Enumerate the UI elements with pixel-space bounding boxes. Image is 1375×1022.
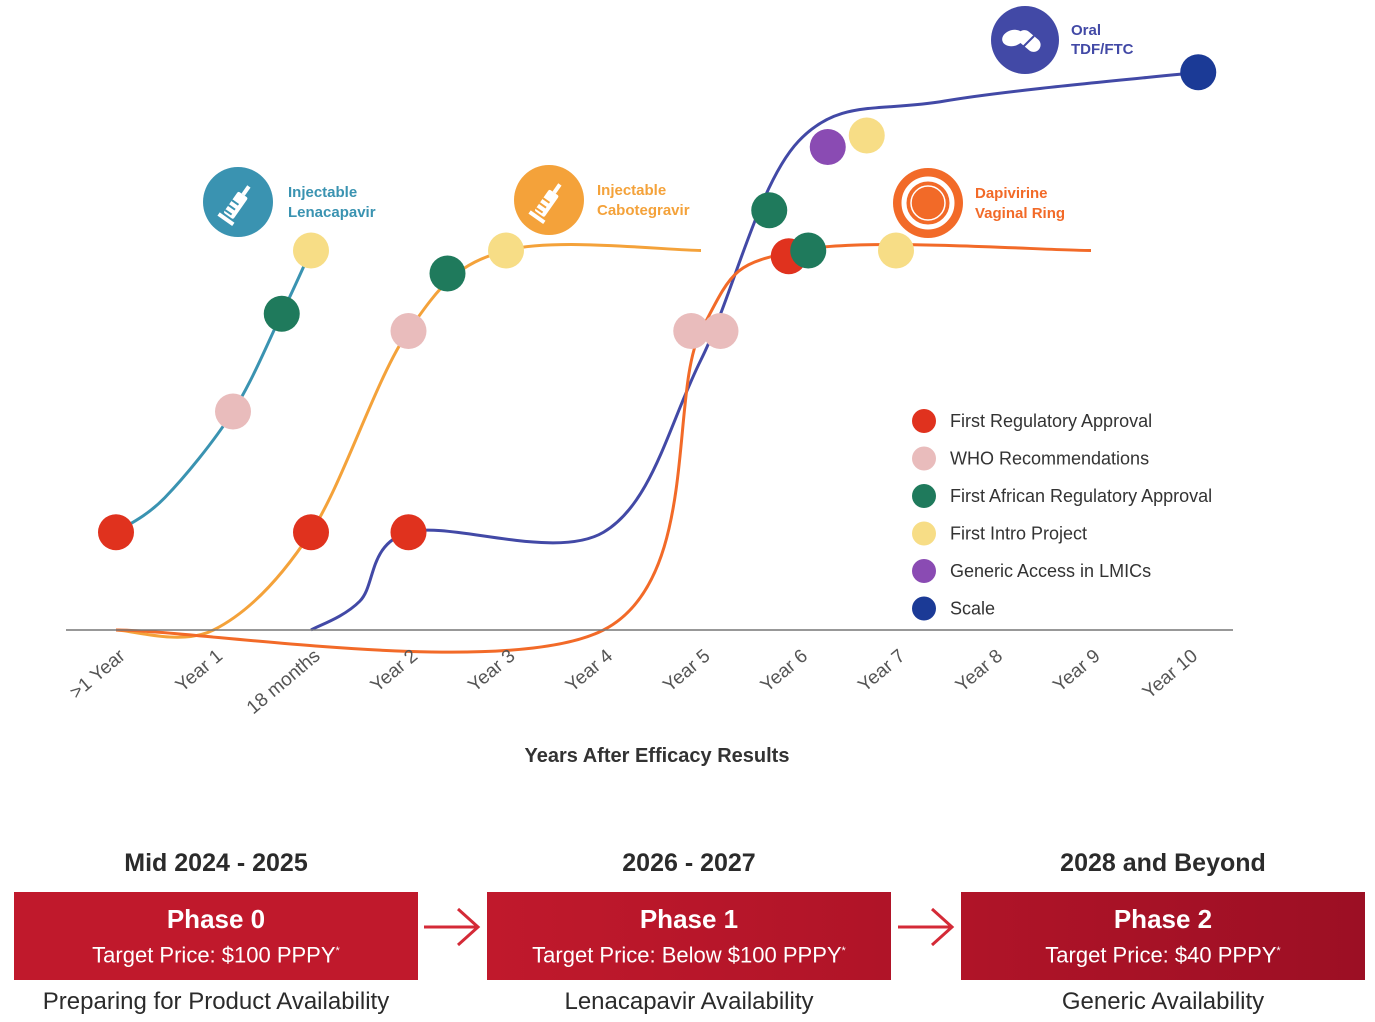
x-axis-title: Years After Efficacy Results: [525, 745, 790, 767]
x-tick-label: Year 6: [757, 646, 812, 697]
milestone-point-pink: [673, 313, 710, 349]
milestone-point-green: [263, 295, 300, 332]
milestone-point-red: [98, 514, 134, 551]
milestone-point-yellow: [848, 117, 885, 154]
phase-2-period: 2028 and Beyond: [1060, 849, 1266, 877]
product-label-ring: Dapivirine Vaginal Ring: [893, 168, 1065, 238]
series-line-1: [115, 243, 702, 639]
phase-0-column: Mid 2024 - 2025 Phase 0 Target Price: $1…: [14, 840, 418, 1016]
milestone-point-green: [751, 192, 788, 229]
legend-label: Scale: [950, 599, 995, 619]
legend-label: WHO Recommendations: [950, 449, 1149, 469]
x-tick-label: Year 9: [1049, 646, 1104, 697]
arrow-right-icon: [898, 907, 955, 947]
legend-swatch-yellow: [912, 521, 936, 546]
series-line-3: [115, 243, 1092, 654]
legend-swatch-purple: [912, 559, 936, 583]
legend-swatch-pink: [912, 446, 936, 471]
phase-1-box: Phase 1 Target Price: Below $100 PPPY*: [487, 892, 891, 980]
x-tick-label: Year 10: [1139, 646, 1202, 704]
x-tick-label: 18 months: [243, 646, 324, 719]
ring-label-line2: Vaginal Ring: [975, 205, 1065, 222]
milestone-points: [98, 54, 1217, 551]
oral-label-line1: Oral: [1071, 22, 1101, 39]
legend-label: First Intro Project: [950, 524, 1087, 544]
phase-timeline: Mid 2024 - 2025 Phase 0 Target Price: $1…: [0, 840, 1375, 1022]
milestone-point-green: [429, 255, 466, 292]
milestone-point-navy: [1180, 54, 1217, 91]
product-label-cabotegravir: Injectable Cabotegravir: [514, 165, 690, 235]
x-tick-label: Year 7: [854, 646, 909, 697]
phase-1-column: 2026 - 2027 Phase 1 Target Price: Below …: [487, 840, 891, 1016]
phase-2-column: 2028 and Beyond Phase 2 Target Price: $4…: [961, 840, 1365, 1016]
x-tick-label: >1 Year: [66, 645, 130, 703]
phase-2-price: Target Price: $40 PPPY*: [1045, 942, 1281, 968]
milestone-point-yellow: [293, 232, 329, 269]
phase-0-price: Target Price: $100 PPPY*: [92, 942, 340, 968]
phase-1-period: 2026 - 2027: [622, 849, 756, 877]
syringe-icon: [528, 183, 562, 225]
series-line-2: [310, 70, 1199, 632]
x-tick-label: Year 2: [367, 646, 422, 697]
phase-2-caption: Generic Availability: [1061, 988, 1265, 1015]
ring-icon-inner: [910, 185, 946, 221]
milestone-point-pink: [215, 393, 251, 430]
milestone-point-pink: [390, 313, 427, 349]
x-tick-label: Year 1: [172, 646, 227, 697]
oral-label-line2: TDF/FTC: [1071, 41, 1134, 58]
lenacapavir-label-line1: Injectable: [288, 184, 357, 201]
arrow-right-icon: [424, 907, 481, 947]
phase-2-name: Phase 2: [1113, 903, 1213, 934]
phase-2-box: Phase 2 Target Price: $40 PPPY*: [961, 892, 1365, 980]
phase-1-price: Target Price: Below $100 PPPY*: [532, 942, 846, 968]
phase-0-caption: Preparing for Product Availability: [42, 988, 390, 1015]
phase-0-name: Phase 0: [166, 903, 266, 934]
cabotegravir-label-line2: Cabotegravir: [597, 202, 690, 219]
syringe-icon: [217, 185, 251, 227]
ring-icon: [901, 176, 955, 230]
legend-swatch-navy: [912, 596, 936, 621]
phase-1-name: Phase 1: [639, 903, 739, 934]
milestone-point-yellow: [488, 232, 524, 269]
legend-swatch-green: [912, 484, 936, 508]
milestone-point-red: [390, 514, 427, 551]
legend-label: Generic Access in LMICs: [950, 561, 1151, 581]
lenacapavir-label-line2: Lenacapavir: [288, 204, 376, 221]
legend-swatch-red: [912, 409, 936, 433]
cabotegravir-label-line1: Injectable: [597, 182, 666, 199]
milestone-point-purple: [809, 129, 846, 165]
x-tick-label: Year 5: [659, 646, 714, 697]
ring-label-line1: Dapivirine: [975, 185, 1048, 202]
milestone-point-red: [293, 514, 329, 551]
legend-label: First Regulatory Approval: [950, 411, 1152, 431]
pill-icon: [1002, 29, 1041, 52]
phase-1-caption: Lenacapavir Availability: [564, 988, 814, 1015]
x-tick-label: Year 4: [562, 645, 617, 696]
legend-label: First African Regulatory Approval: [950, 486, 1212, 506]
product-label-oral: Oral TDF/FTC: [991, 6, 1134, 74]
x-tick-label: Year 8: [952, 646, 1007, 697]
milestone-point-pink: [702, 313, 739, 349]
product-label-lenacapavir: Injectable Lenacapavir: [203, 167, 376, 237]
phase-0-period: Mid 2024 - 2025: [124, 849, 308, 877]
milestone-point-yellow: [878, 232, 914, 269]
milestone-point-green: [790, 232, 827, 269]
series-line-0: [115, 249, 313, 534]
phase-0-box: Phase 0 Target Price: $100 PPPY*: [14, 892, 418, 980]
